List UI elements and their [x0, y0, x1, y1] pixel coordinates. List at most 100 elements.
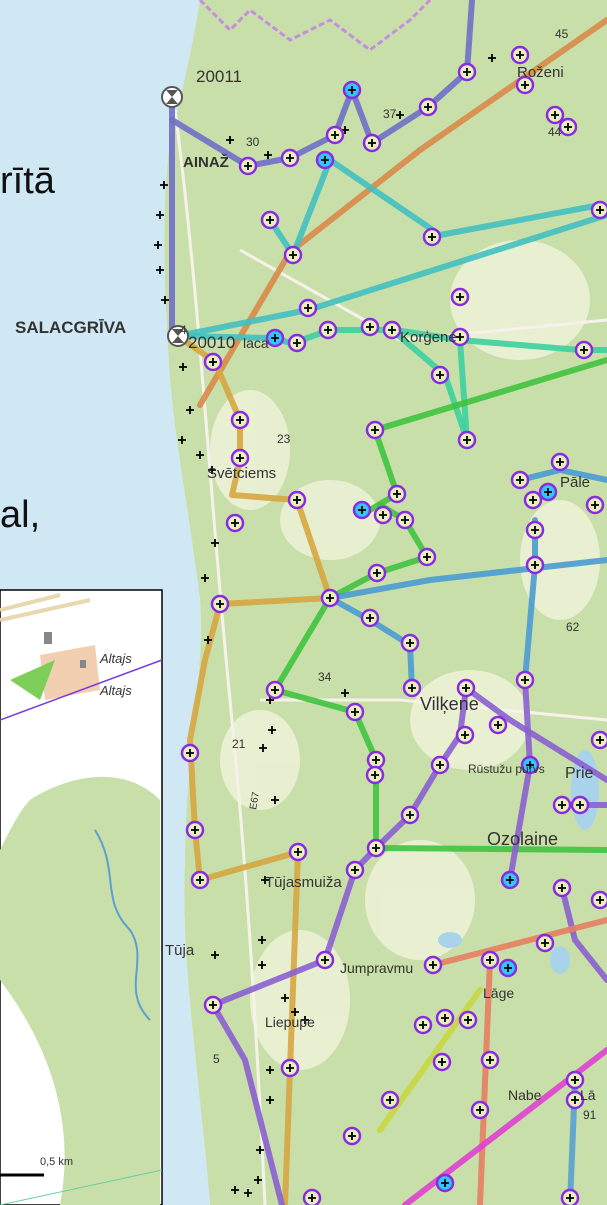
network-node-icon: [288, 842, 308, 862]
plus-marker-icon: [281, 994, 289, 1002]
network-node-icon: [203, 995, 223, 1015]
network-node-icon: [365, 420, 385, 440]
place-label-tuja: Tūja: [165, 942, 195, 959]
network-node-icon: [362, 133, 382, 153]
plus-marker-icon: [291, 1008, 299, 1016]
plus-marker-icon: [161, 296, 169, 304]
network-node-icon: [342, 80, 362, 100]
plus-marker-icon: [268, 726, 276, 734]
road-number: 91: [583, 1108, 597, 1122]
network-node-icon: [265, 680, 285, 700]
place-label-rozeni: Roženi: [517, 64, 564, 81]
network-node-icon: [230, 410, 250, 430]
network-node-icon: [423, 955, 443, 975]
network-line: [559, 885, 607, 983]
plus-marker-icon: [201, 574, 209, 582]
network-node-icon: [382, 320, 402, 340]
network-node-icon: [283, 245, 303, 265]
plus-marker-icon: [396, 111, 404, 119]
network-node-icon: [230, 448, 250, 468]
plus-marker-icon: [301, 1016, 309, 1024]
plus-marker-icon: [258, 936, 266, 944]
plus-marker-icon: [211, 539, 219, 547]
road-number: 21: [232, 737, 246, 751]
plus-marker-icon: [226, 136, 234, 144]
network-node-icon: [302, 1188, 322, 1205]
road-number: 5: [213, 1052, 220, 1066]
inset-road: [0, 593, 91, 622]
network-node-icon: [380, 1090, 400, 1110]
place-label-salacgriva: SALACGRĪVA: [15, 318, 126, 337]
network-node-icon: [538, 482, 558, 502]
network-node-icon: [365, 765, 385, 785]
road-number: 37: [383, 107, 397, 121]
network-node-icon: [590, 200, 607, 220]
network-node-icon: [400, 633, 420, 653]
network-node-icon: [525, 555, 545, 575]
network-line: [197, 17, 607, 408]
network-node-icon: [458, 1010, 478, 1030]
network-node-icon: [432, 1052, 452, 1072]
network-node-icon: [325, 125, 345, 145]
plus-marker-icon: [261, 876, 269, 884]
network-line: [327, 557, 607, 601]
network-node-icon: [510, 470, 530, 490]
network-node-icon: [422, 227, 442, 247]
network-node-icon: [455, 725, 475, 745]
network-node-icon: [318, 320, 338, 340]
place-label-liepupe: Liepupe: [265, 1014, 315, 1030]
network-nodes: [180, 45, 607, 1205]
network-node-icon: [345, 702, 365, 722]
network-node-icon: [435, 1173, 455, 1193]
network-node-icon: [402, 678, 422, 698]
plus-marker-icon: [256, 1146, 264, 1154]
plus-marker-icon: [154, 241, 162, 249]
place-label-korgene: Korģene: [400, 329, 457, 346]
station-label-20011: 20011: [196, 67, 242, 86]
place-label-ozolaine: Ozolaine: [487, 829, 558, 849]
network-node-icon: [417, 547, 437, 567]
network-line: [372, 357, 607, 433]
road-number: 34: [318, 670, 332, 684]
plus-marker-icon: [208, 466, 216, 474]
plus-marker-icon: [204, 636, 212, 644]
network-node-icon: [590, 730, 607, 750]
place-label-laca: laca: [243, 335, 269, 351]
network-node-icon: [565, 1090, 585, 1110]
map-labels: 20011 20010 SALACGRĪVA AINAŽ Roženi Korģ…: [15, 27, 597, 1122]
road-number: E67: [248, 791, 262, 811]
network-node-icon: [480, 1050, 500, 1070]
network-node-icon: [550, 452, 570, 472]
network-node-icon: [435, 1008, 455, 1028]
network-line: [327, 595, 415, 691]
network-node-icon: [287, 333, 307, 353]
inset-marker-arrow-icon: [10, 660, 55, 700]
road-number: 30: [246, 135, 260, 149]
network-node-icon: [560, 1188, 580, 1205]
station-20011-icon: [161, 86, 183, 108]
inset-line: [0, 659, 163, 721]
network-node-icon: [413, 1015, 433, 1035]
network-node-icon: [457, 62, 477, 82]
road-number: 62: [566, 620, 580, 634]
network-node-icon: [590, 890, 607, 910]
plus-marker-icon: [254, 1176, 262, 1184]
inset-label-altajs: Altajs: [99, 651, 132, 666]
inset-river: [94, 829, 151, 1021]
network-line: [430, 917, 607, 968]
place-label-rustuzu-purvs: Rūstužu purvs: [468, 762, 545, 776]
station-label-20010: 20010: [188, 333, 235, 352]
inset-map: Altajs Altajs 0,5 km: [0, 589, 163, 1205]
place-label-tujasmuiza: Tūjasmuiža: [265, 874, 342, 891]
network-node-icon: [320, 588, 340, 608]
network-node-icon: [523, 490, 543, 510]
road-number: 44: [548, 125, 562, 139]
network-node-icon: [498, 958, 518, 978]
inset-building: [80, 660, 86, 668]
network-node-icon: [238, 156, 258, 176]
plus-marker-icon: [341, 689, 349, 697]
network-node-icon: [400, 805, 420, 825]
network-node-icon: [552, 878, 572, 898]
road-number: 4: [180, 323, 187, 337]
